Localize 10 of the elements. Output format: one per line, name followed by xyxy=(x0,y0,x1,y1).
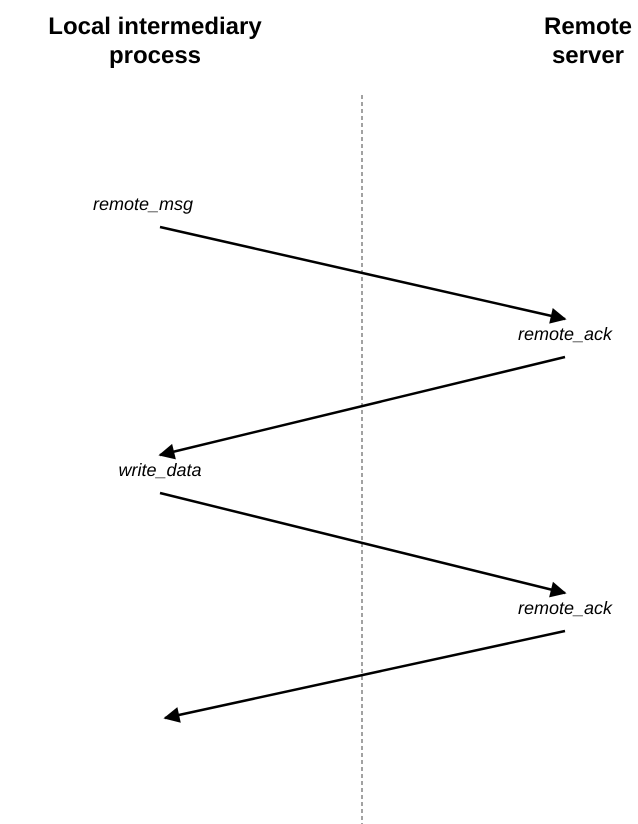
arrow xyxy=(160,226,567,324)
column-heading: Local intermediary process xyxy=(47,12,263,70)
arrow xyxy=(163,630,566,723)
message-label: remote_ack xyxy=(518,597,612,619)
arrow xyxy=(160,492,567,598)
message-label: remote_msg xyxy=(93,193,194,215)
column-heading: Remote server xyxy=(542,12,634,70)
arrow xyxy=(158,356,566,460)
message-label: remote_ack xyxy=(518,323,612,345)
message-label: write_data xyxy=(118,459,202,481)
